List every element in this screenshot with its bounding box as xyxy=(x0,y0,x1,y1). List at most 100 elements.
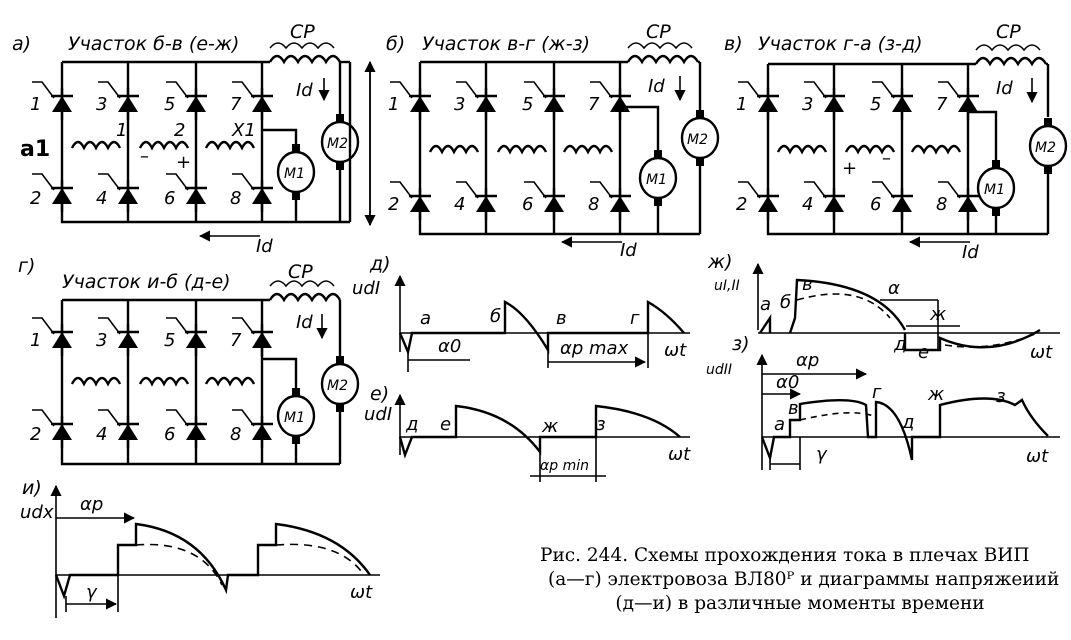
current-label: Id xyxy=(296,80,313,101)
reactor-label: СР xyxy=(290,21,315,43)
thy-label: 6 xyxy=(522,194,533,215)
current-label: Id xyxy=(648,76,665,97)
diagram-zh-ylabel: uI,II xyxy=(714,278,740,294)
point-label: д xyxy=(405,414,418,435)
node-label: 1 xyxy=(116,120,127,141)
diagram-i: и) udx αр γ ωt xyxy=(20,477,380,618)
point-label: г xyxy=(872,382,882,403)
diagram-e-letter: е) xyxy=(370,383,389,405)
scheme-g: г) Участок и-б (д-е) СР 1 3 5 7 2 4 6 8 … xyxy=(18,255,360,466)
thy-label: 8 xyxy=(588,194,599,215)
thy-label: 3 xyxy=(96,330,107,351)
thy-label: 7 xyxy=(936,94,948,115)
thy-label: 5 xyxy=(870,94,881,115)
thy-label: 3 xyxy=(802,94,813,115)
point-label: а xyxy=(760,294,771,315)
alpha-label: αр min xyxy=(540,458,589,474)
thy-label: 7 xyxy=(588,94,600,115)
caption-line-2: (а—г) электровоза ВЛ80ᴾ и диаграммы напр… xyxy=(548,569,1060,590)
x-axis-label: ωt xyxy=(668,444,691,465)
reactor-label: СР xyxy=(288,261,313,283)
thy-label: 5 xyxy=(164,330,175,351)
minus-sign: – xyxy=(140,146,149,167)
plus-sign: + xyxy=(842,158,857,179)
point-label: ж xyxy=(927,384,945,405)
scheme-v: в) Участок г-а (з-д) СР 1 3 5 7 2 4 6 8 … xyxy=(724,21,1068,263)
thy-label: 6 xyxy=(164,424,175,445)
thy-label: 8 xyxy=(230,424,241,445)
caption-line-1: Рис. 244. Схемы прохождения тока в плеча… xyxy=(540,545,1030,566)
thy-label: 8 xyxy=(936,194,947,215)
scheme-a: а) Участок б-в (е-ж) СР 1 3 5 7 2 4 6 8 … xyxy=(12,21,376,257)
figure-caption: Рис. 244. Схемы прохождения тока в плеча… xyxy=(540,544,1060,616)
point-label: з xyxy=(996,386,1006,407)
diagram-z: з) udII αр α0 а в г д ж з γ ωt xyxy=(706,333,1060,470)
current-label: Id xyxy=(996,78,1013,99)
x-axis-label: ωt xyxy=(350,582,373,603)
point-label: б xyxy=(490,306,501,327)
diagram-d-letter: д) xyxy=(369,253,391,275)
thy-label: 2 xyxy=(388,194,399,215)
thy-label: 5 xyxy=(164,94,175,115)
scheme-a-letter: а) xyxy=(12,33,31,55)
point-label: в xyxy=(802,274,813,295)
motor-label: М1 xyxy=(646,172,667,188)
motor-label: М2 xyxy=(327,378,348,394)
alpha-label: αр xyxy=(796,350,819,371)
motor-label: М1 xyxy=(284,410,305,426)
point-label: ж xyxy=(929,304,947,325)
x-axis-label: ωt xyxy=(1030,342,1053,363)
diagram-e: е) udI д е ж з αр min ωt xyxy=(364,383,691,482)
thy-label: 7 xyxy=(230,330,242,351)
diagram-z-ylabel: udII xyxy=(706,362,732,378)
motor-label: М1 xyxy=(984,182,1005,198)
plus-sign: + xyxy=(176,152,191,173)
reactor-label: СР xyxy=(646,21,671,43)
scheme-a-title: Участок б-в (е-ж) xyxy=(68,33,239,55)
thy-label: 4 xyxy=(454,194,465,215)
point-label: д xyxy=(901,412,914,433)
thy-label: 6 xyxy=(870,194,881,215)
gamma-label: γ xyxy=(86,582,98,603)
scheme-v-letter: в) xyxy=(724,33,743,55)
x-axis-label: ωt xyxy=(1026,446,1049,467)
caption-line-3: (д—и) в различные моменты времени xyxy=(615,593,985,614)
minus-sign: – xyxy=(882,148,891,169)
current-label: Id xyxy=(256,236,273,257)
point-label: в xyxy=(788,398,799,419)
point-label: б xyxy=(780,292,791,313)
scheme-g-title: Участок и-б (д-е) xyxy=(62,271,231,293)
thy-label: 4 xyxy=(802,194,813,215)
scheme-v-title: Участок г-а (з-д) xyxy=(758,33,923,55)
point-label: а xyxy=(774,414,785,435)
motor-label: М2 xyxy=(327,136,348,152)
diagram-d: д) udI а б в г α0 αр max ωt xyxy=(352,253,690,372)
motor-label: М2 xyxy=(1035,140,1056,156)
thy-label: 1 xyxy=(736,94,747,115)
diagram-zh: ж) uI,II а б в д е ж α ωt xyxy=(707,251,1060,363)
alpha-label: αр max xyxy=(560,338,629,359)
thy-label: 1 xyxy=(388,94,399,115)
alpha-label: α0 xyxy=(776,372,799,393)
diagram-e-ylabel: udI xyxy=(364,404,392,425)
thy-label: 6 xyxy=(164,188,175,209)
point-label: в xyxy=(556,308,567,329)
node-label: 2 xyxy=(174,120,185,141)
gamma-label: γ xyxy=(816,444,828,465)
diagram-i-ylabel: udx xyxy=(20,502,54,523)
scheme-b-title: Участок в-г (ж-з) xyxy=(422,33,590,55)
thy-label: 2 xyxy=(30,188,41,209)
motor-label: М2 xyxy=(687,132,708,148)
alpha-label: α xyxy=(888,278,900,299)
diagram-d-ylabel: udI xyxy=(352,278,380,299)
point-label: а xyxy=(420,308,431,329)
thy-label: 4 xyxy=(96,188,107,209)
alpha-label: αр xyxy=(80,494,103,515)
thy-label: 5 xyxy=(522,94,533,115)
point-label: г xyxy=(630,308,640,329)
point-label: е xyxy=(918,342,929,363)
thy-label: 7 xyxy=(230,94,242,115)
scheme-b: б) Участок в-г (ж-з) СР 1 3 5 7 2 4 6 8 … xyxy=(386,21,720,261)
thy-label: 1 xyxy=(30,94,41,115)
